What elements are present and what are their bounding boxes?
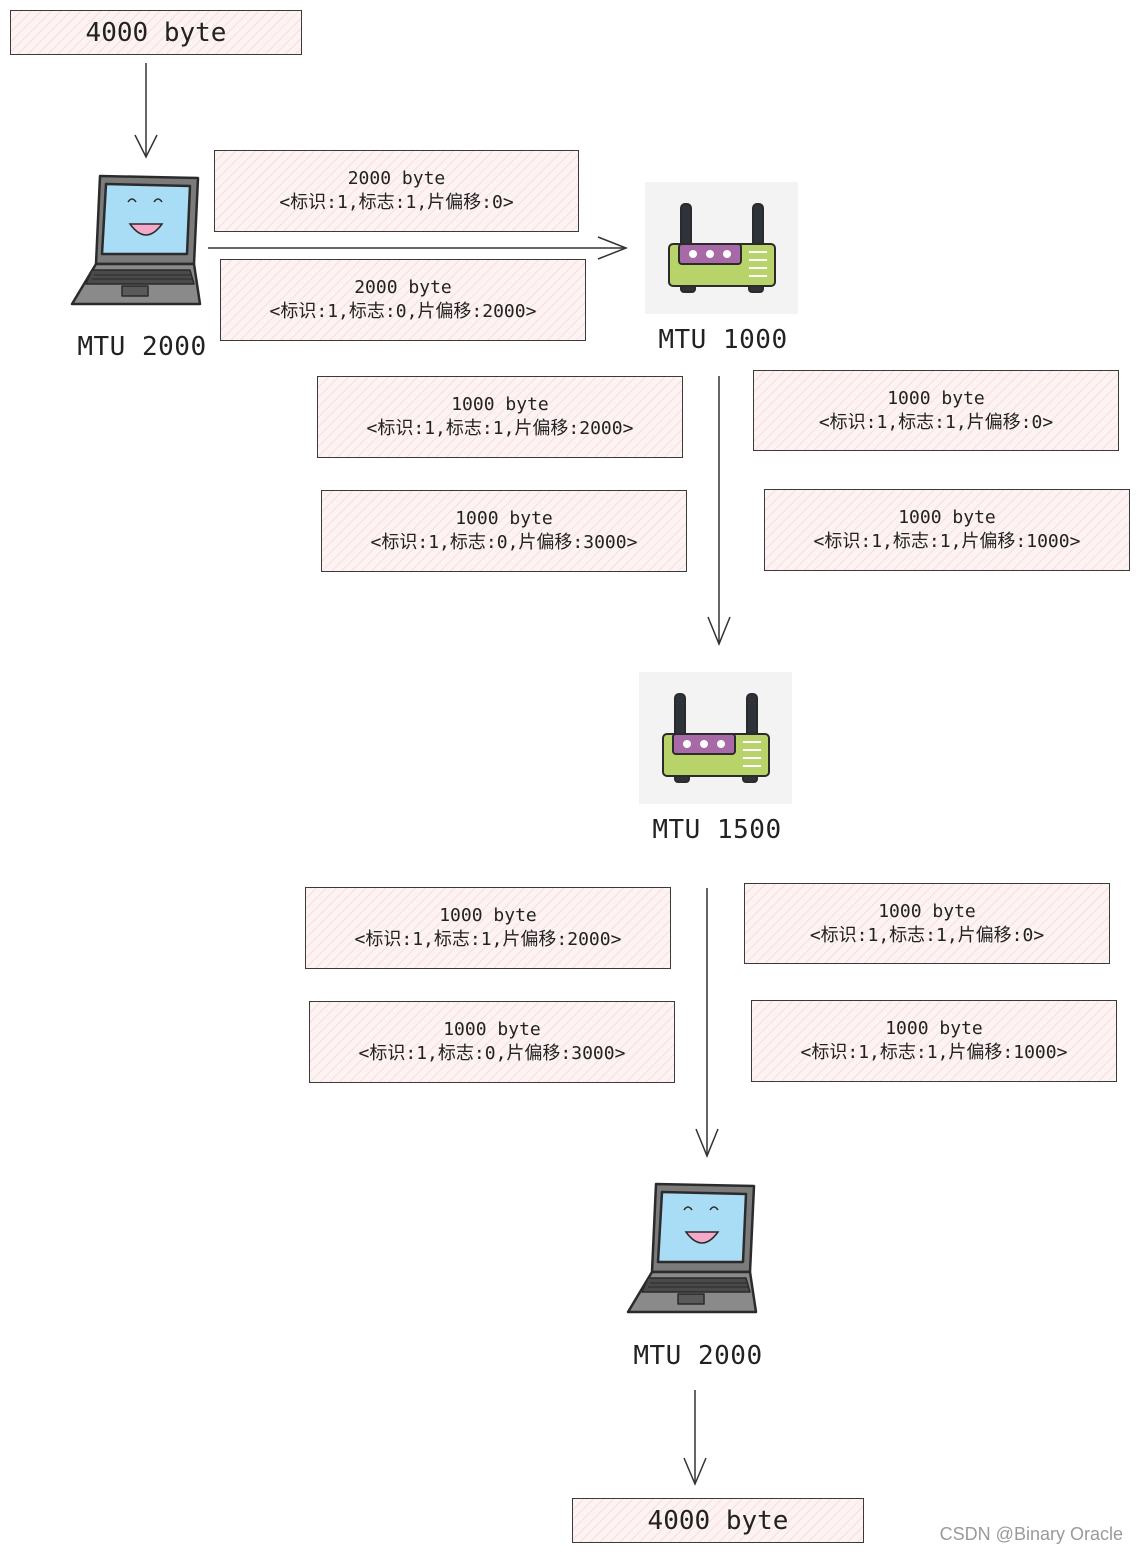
fragment-size: 2000 byte — [347, 168, 446, 189]
fragment-header: <标识:1,标志:1,片偏移:2000> — [354, 929, 622, 950]
sender-mtu-label: MTU 2000 — [77, 332, 207, 362]
fragment-size: 1000 byte — [878, 900, 976, 922]
stage2-fragment-box: 1000 byte <标识:1,标志:1,片偏移:0> — [753, 370, 1119, 451]
stage1-fragment-box: 2000 byte <标识:1,标志:1,片偏移:0> — [214, 150, 579, 232]
fragment-header: <标识:1,标志:1,片偏移:0> — [809, 924, 1045, 946]
stage3-fragment-box: 1000 byte <标识:1,标志:1,片偏移:0> — [744, 883, 1110, 964]
fragment-size: 1000 byte — [885, 1018, 983, 1039]
fragment-size: 1000 byte — [443, 1019, 541, 1040]
stage2-fragment-box: 1000 byte <标识:1,标志:1,片偏移:1000> — [764, 489, 1130, 571]
fragment-header: <标识:1,标志:0,片偏移:2000> — [269, 301, 537, 322]
fragment-size: 1000 byte — [887, 387, 985, 409]
fragment-header: <标识:1,标志:1,片偏移:0> — [279, 192, 514, 213]
stage3-fragment-box: 1000 byte <标识:1,标志:1,片偏移:2000> — [305, 887, 671, 969]
original-packet-box: 4000 byte — [10, 10, 302, 55]
fragment-size: 1000 byte — [451, 394, 549, 415]
router1-router-icon — [645, 182, 798, 314]
sender-laptop-icon — [70, 172, 202, 312]
fragment-size: 1000 byte — [898, 507, 996, 528]
fragment-header: <标识:1,标志:1,片偏移:1000> — [813, 531, 1081, 552]
fragment-size: 1000 byte — [455, 508, 553, 529]
receiver-mtu-label: MTU 2000 — [633, 1341, 763, 1371]
stage2-fragment-box: 1000 byte <标识:1,标志:1,片偏移:2000> — [317, 376, 683, 458]
receiver-laptop-icon — [626, 1180, 758, 1320]
fragment-size: 1000 byte — [439, 905, 537, 926]
watermark-text: CSDN @Binary Oracle — [939, 1524, 1123, 1544]
fragment-header: <标识:1,标志:1,片偏移:1000> — [800, 1042, 1068, 1063]
fragment-header: <标识:1,标志:1,片偏移:2000> — [366, 418, 634, 439]
fragment-header: <标识:1,标志:0,片偏移:3000> — [358, 1043, 626, 1064]
fragment-header: <标识:1,标志:0,片偏移:3000> — [370, 532, 638, 553]
router2-mtu-label: MTU 1500 — [652, 815, 782, 845]
stage1-fragment-box: 2000 byte <标识:1,标志:0,片偏移:2000> — [220, 259, 586, 341]
fragment-size: 2000 byte — [354, 277, 452, 298]
reassembled-packet-size: 4000 byte — [647, 1505, 789, 1536]
fragment-header: <标识:1,标志:1,片偏移:0> — [818, 411, 1054, 433]
stage2-fragment-box: 1000 byte <标识:1,标志:0,片偏移:3000> — [321, 490, 687, 572]
router2-router-icon — [639, 672, 792, 804]
original-packet-size: 4000 byte — [85, 17, 227, 48]
reassembled-packet-box: 4000 byte — [572, 1498, 864, 1543]
stage3-fragment-box: 1000 byte <标识:1,标志:0,片偏移:3000> — [309, 1001, 675, 1083]
router1-mtu-label: MTU 1000 — [658, 325, 788, 355]
stage3-fragment-box: 1000 byte <标识:1,标志:1,片偏移:1000> — [751, 1000, 1117, 1082]
